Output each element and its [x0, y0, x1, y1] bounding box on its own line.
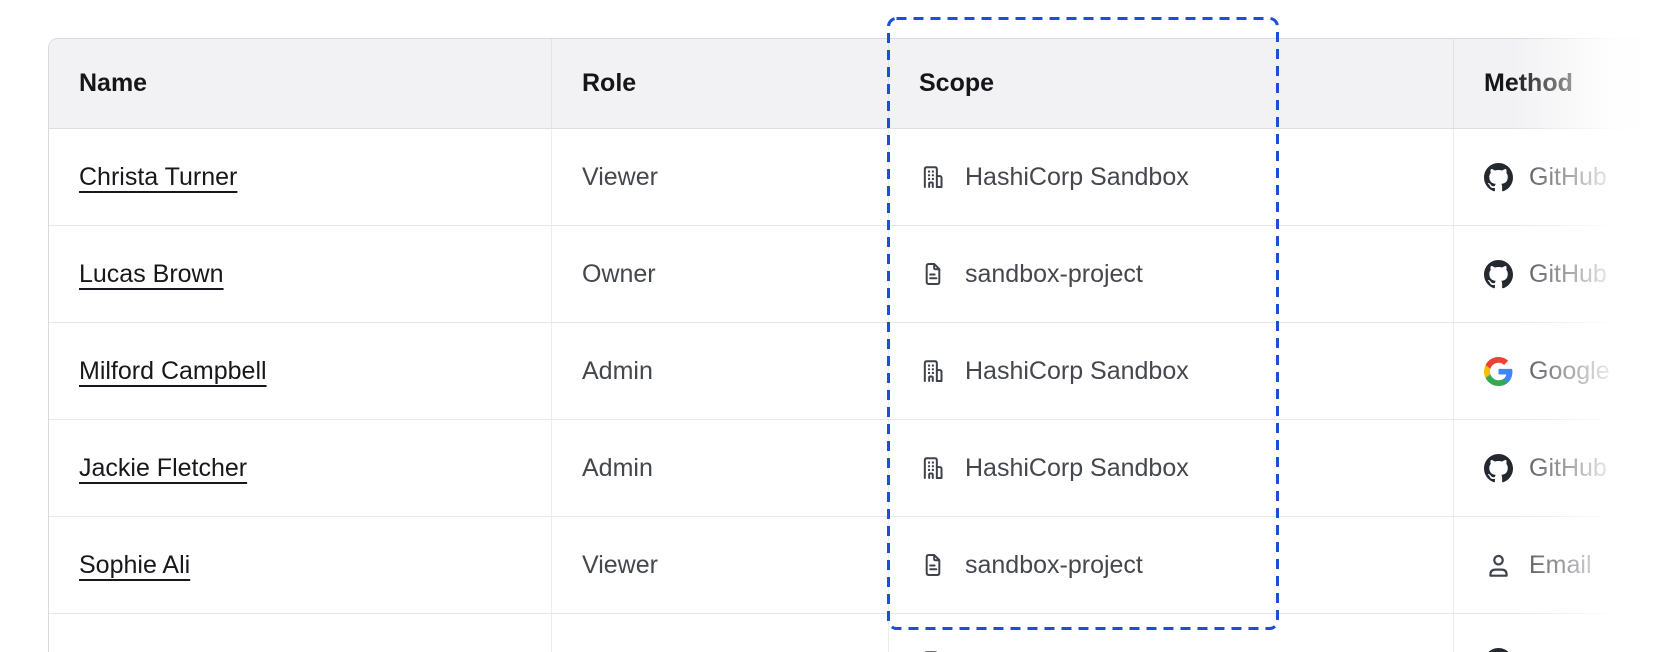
- org-icon: [919, 357, 947, 385]
- member-name-link[interactable]: Christa Turner: [79, 162, 238, 191]
- role-cell: Viewer: [552, 517, 889, 613]
- github-icon: [1484, 454, 1513, 483]
- method-cell: Email: [1454, 517, 1672, 613]
- member-name-link[interactable]: Lucas Brown: [79, 259, 224, 288]
- scope-text: HashiCorp Sandbox: [965, 162, 1189, 191]
- table-row: Milford Campbell Admin HashiCorp Sandbox…: [49, 323, 1672, 420]
- method-text: GitHub: [1529, 259, 1607, 288]
- name-cell: Sophie Ali: [49, 517, 552, 613]
- method-cell: GitHub: [1454, 226, 1672, 322]
- name-cell: Lucas Brown: [49, 226, 552, 322]
- column-label: Role: [582, 69, 637, 97]
- role-cell: [552, 614, 889, 652]
- method-cell: GitHub: [1454, 129, 1672, 225]
- github-icon: [1484, 163, 1513, 192]
- method-text: Email: [1529, 550, 1592, 579]
- scope-cell: HashiCorp Sandbox: [889, 420, 1454, 516]
- scope-cell: HashiCorp Sandbox: [889, 323, 1454, 419]
- column-label: Name: [79, 69, 148, 97]
- role-cell: Admin: [552, 420, 889, 516]
- scope-cell: [889, 614, 1454, 652]
- column-header-name: Name: [49, 39, 552, 128]
- column-label: Method: [1484, 69, 1573, 97]
- name-cell: [49, 614, 552, 652]
- google-icon: [1484, 357, 1513, 386]
- name-cell: Milford Campbell: [49, 323, 552, 419]
- column-header-role: Role: [552, 39, 889, 128]
- column-header-method: Method: [1454, 39, 1672, 128]
- github-icon: [1484, 648, 1513, 652]
- role-text: Owner: [582, 259, 656, 288]
- role-cell: Admin: [552, 323, 889, 419]
- member-name-link[interactable]: Sophie Ali: [79, 550, 191, 579]
- method-cell: GitHub: [1454, 420, 1672, 516]
- org-icon: [919, 648, 947, 652]
- method-cell: Google: [1454, 323, 1672, 419]
- role-text: Admin: [582, 453, 653, 482]
- members-table: Name Role Scope Method Christa Turner Vi…: [48, 38, 1672, 652]
- github-icon: [1484, 260, 1513, 289]
- column-label: Scope: [919, 69, 995, 97]
- role-text: Viewer: [582, 550, 658, 579]
- table-row-partial: [49, 614, 1672, 652]
- role-text: Admin: [582, 356, 653, 385]
- role-cell: Viewer: [552, 129, 889, 225]
- table-row: Sophie Ali Viewer sandbox-project Email: [49, 517, 1672, 614]
- scope-text: sandbox-project: [965, 550, 1143, 579]
- member-name-link[interactable]: Milford Campbell: [79, 356, 267, 385]
- scope-text: HashiCorp Sandbox: [965, 356, 1189, 385]
- scope-text: HashiCorp Sandbox: [965, 453, 1189, 482]
- org-icon: [919, 163, 947, 191]
- method-text: Google: [1529, 356, 1610, 385]
- column-header-scope: Scope: [889, 39, 1454, 128]
- table-row: Christa Turner Viewer HashiCorp Sandbox …: [49, 129, 1672, 226]
- method-text: GitHub: [1529, 453, 1607, 482]
- table-row: Lucas Brown Owner sandbox-project GitHub: [49, 226, 1672, 323]
- method-text: GitHub: [1529, 162, 1607, 191]
- table-row: Jackie Fletcher Admin HashiCorp Sandbox …: [49, 420, 1672, 517]
- scope-text: sandbox-project: [965, 259, 1143, 288]
- method-cell: [1454, 614, 1672, 652]
- org-icon: [919, 454, 947, 482]
- project-icon: [919, 551, 947, 579]
- role-text: Viewer: [582, 162, 658, 191]
- scope-cell: HashiCorp Sandbox: [889, 129, 1454, 225]
- scope-cell: sandbox-project: [889, 226, 1454, 322]
- name-cell: Jackie Fletcher: [49, 420, 552, 516]
- email-icon: [1484, 551, 1513, 580]
- project-icon: [919, 260, 947, 288]
- role-cell: Owner: [552, 226, 889, 322]
- name-cell: Christa Turner: [49, 129, 552, 225]
- table-header-row: Name Role Scope Method: [49, 39, 1672, 129]
- scope-cell: sandbox-project: [889, 517, 1454, 613]
- member-name-link[interactable]: Jackie Fletcher: [79, 453, 248, 482]
